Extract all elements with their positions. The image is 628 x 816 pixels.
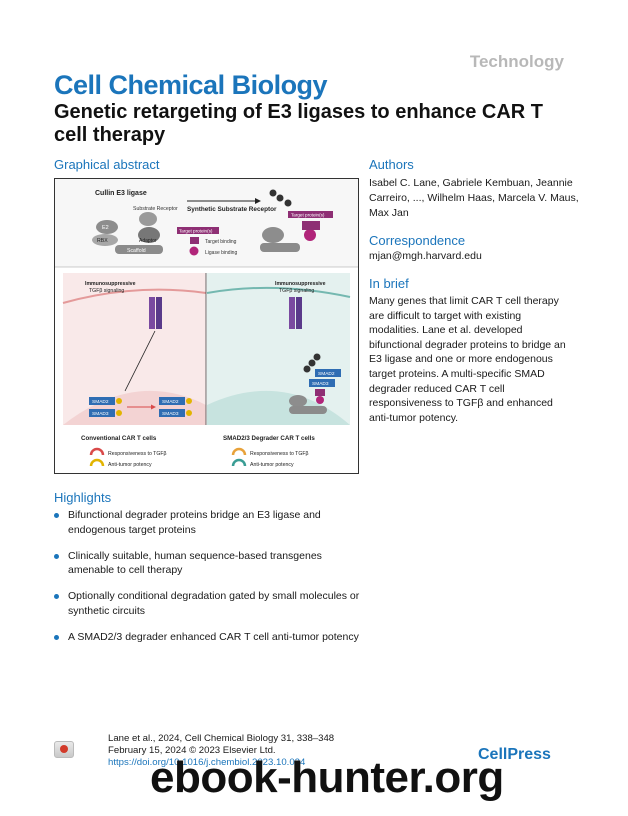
watermark-text: ebook-hunter.org: [150, 753, 504, 802]
left-smad3-nucleus: SMAD3: [162, 411, 179, 417]
target-proteins-complex-label: Target protein(s): [291, 213, 325, 218]
left-smad2-upper: SMAD2: [92, 399, 109, 405]
right-responsiveness: Responsiveness to TGFβ: [250, 451, 309, 457]
left-responsiveness: Responsiveness to TGFβ: [108, 451, 167, 457]
left-tgfb-label: TGFβ signaling: [89, 288, 124, 294]
citation-line-1: Lane et al., 2024, Cell Chemical Biology…: [108, 733, 335, 744]
in-brief-heading: In brief: [369, 276, 409, 291]
authors-list: Isabel C. Lane, Gabriele Kembuan, Jeanni…: [369, 177, 579, 219]
right-smad2-label: SMAD2: [318, 371, 335, 377]
highlights-heading: Highlights: [54, 490, 112, 505]
highlight-item: Optionally conditional degradation gated…: [54, 589, 364, 618]
check-for-updates-icon[interactable]: [54, 741, 74, 758]
rbx-label: RBX: [97, 238, 108, 244]
degrader-car-t-label: SMAD2/3 Degrader CAR T cells: [223, 435, 315, 442]
scaffold-label: Scaffold: [127, 248, 146, 254]
right-tgfb-label: TGFβ signaling: [279, 288, 314, 294]
citation-line-2: February 15, 2024 © 2023 Elsevier Ltd.: [108, 745, 276, 757]
article-title: Genetic retargeting of E3 ligases to enh…: [54, 101, 544, 146]
left-smad3-upper: SMAD3: [92, 411, 109, 417]
doi-link[interactable]: https://doi.org/10.1016/j.chembiol.2023.…: [108, 757, 306, 769]
section-label: Technology: [469, 52, 564, 71]
in-brief-text: Many genes that limit CAR T cell therapy…: [369, 295, 566, 424]
left-smad2-nucleus: SMAD2: [162, 399, 179, 405]
right-immunosuppressive-label: Immunosuppressive: [275, 281, 326, 287]
adaptor-label: Adaptor: [139, 238, 157, 244]
cellpress-logo: CellPress: [478, 746, 551, 763]
highlights-list: Bifunctional degrader proteins bridge an…: [54, 508, 364, 656]
highlight-item: Bifunctional degrader proteins bridge an…: [54, 508, 364, 537]
synthetic-receptor-label: Synthetic Substrate Receptor: [187, 206, 277, 213]
target-proteins-legend: Target protein(s): [179, 229, 213, 234]
graphical-abstract-heading: Graphical abstract: [54, 157, 160, 172]
cullin-label: Cullin E3 ligase: [95, 190, 147, 197]
e2-label: E2: [102, 225, 109, 231]
correspondence-heading: Correspondence: [369, 233, 466, 248]
citation-block: Lane et al., 2024, Cell Chemical Biology…: [108, 733, 334, 770]
journal-name: Cell Chemical Biology: [54, 70, 328, 100]
right-antitumor: Anti-tumor potency: [250, 462, 294, 468]
conventional-car-t-label: Conventional CAR T cells: [81, 435, 157, 442]
graphical-abstract-figure: Cullin E3 ligase Substrate Receptor E2 R…: [54, 178, 359, 474]
left-immunosuppressive-label: Immunosuppressive: [85, 281, 136, 287]
authors-heading: Authors: [369, 157, 414, 172]
substrate-receptor-label: Substrate Receptor: [133, 206, 178, 212]
left-antitumor: Anti-tumor potency: [108, 462, 152, 468]
target-binding-legend: Target binding: [205, 239, 237, 245]
highlight-item: Clinically suitable, human sequence-base…: [54, 549, 364, 578]
correspondence-email[interactable]: mjan@mgh.harvard.edu: [369, 250, 482, 262]
right-smad3-label: SMAD3: [312, 381, 329, 387]
ligase-binding-legend: Ligase binding: [205, 250, 237, 256]
highlight-item: A SMAD2/3 degrader enhanced CAR T cell a…: [54, 630, 364, 645]
